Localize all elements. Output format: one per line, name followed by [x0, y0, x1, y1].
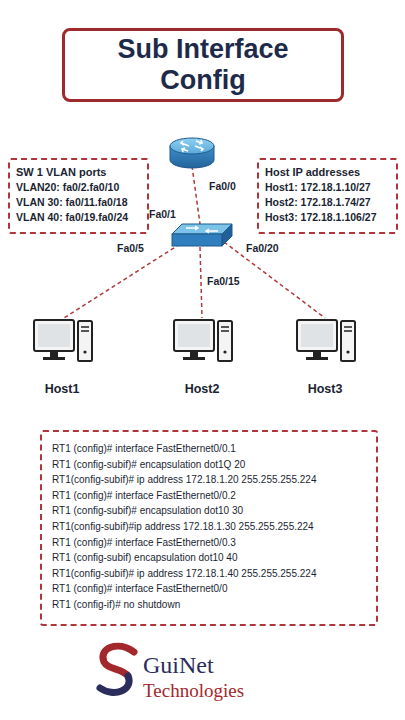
port-label: Fa0/20 [246, 242, 279, 254]
box-line: RT1 (config-if)# no shutdown [52, 597, 366, 613]
info-box: Host IP addressesHost1: 172.18.1.10/27Ho… [257, 158, 398, 234]
box-line: RT1 (config-subif)# encapsulation dot10 … [52, 503, 366, 519]
box-heading: SW 1 VLAN ports [16, 165, 141, 180]
router-switch-link [192, 166, 200, 224]
host-computer: Host2 [167, 316, 237, 396]
switch-symbol [172, 224, 232, 246]
box-line: VLAN 30: fa0/11.fa0/18 [16, 195, 141, 210]
box-line: RT1(config-subif)#ip address 172.18.1.30… [52, 519, 366, 535]
router-symbol [170, 138, 214, 168]
config-box: RT1 (config)# interface FastEthernet0/0.… [40, 430, 378, 626]
box-line: Host2: 172.18.1.74/27 [265, 195, 390, 210]
info-box: SW 1 VLAN portsVLAN20: fa0/2.fa0/10VLAN … [8, 158, 149, 234]
box-line: RT1 (config-subif)# encapsulation dot1Q … [52, 457, 366, 473]
port-label: Fa0/15 [207, 275, 240, 287]
title-box: Sub Interface Config [62, 28, 344, 102]
host-link [64, 244, 180, 318]
box-line: RT1(config-subif)# ip address 172.18.1.2… [52, 472, 366, 488]
box-line: VLAN20: fa0/2.fa0/10 [16, 180, 141, 195]
logo-tagline: Technologies [143, 680, 244, 702]
computer-icon [297, 320, 355, 361]
port-label: Fa0/5 [117, 242, 144, 254]
box-heading: RT1 (config)# interface FastEthernet0/0.… [52, 441, 366, 457]
computer-icon [174, 320, 232, 361]
box-heading: Host2 [185, 382, 220, 396]
logo-mark [100, 646, 134, 692]
box-line: RT1 (config)# interface FastEthernet0/0.… [52, 535, 366, 551]
computer-icon [34, 320, 92, 361]
box-line: Host1: 172.18.1.10/27 [265, 180, 390, 195]
box-heading: Host IP addresses [265, 165, 390, 180]
port-label: Fa0/0 [209, 180, 236, 192]
box-line: VLAN 40: fa0/19.fa0/24 [16, 210, 141, 225]
host-link [200, 247, 202, 318]
box-heading: Host1 [45, 382, 80, 396]
box-line: RT1 (config)# interface FastEthernet0/0 [52, 581, 366, 597]
box-line: Host3: 172.18.1.106/27 [265, 210, 390, 225]
port-label: Fa0/1 [149, 208, 176, 220]
host-computer: Host3 [290, 316, 360, 396]
logo-name: GuiNet [143, 652, 214, 679]
host-computer: Host1 [27, 316, 97, 396]
box-heading: Host3 [308, 382, 343, 396]
host-computer-icons [34, 320, 355, 361]
box-line: RT1(config-subif)# ip address 172.18.1.4… [52, 566, 366, 582]
box-line: RT1 (config)# interface FastEthernet0/0.… [52, 488, 366, 504]
box-line: RT1 (config-subif) encapsulation dot10 4… [52, 550, 366, 566]
